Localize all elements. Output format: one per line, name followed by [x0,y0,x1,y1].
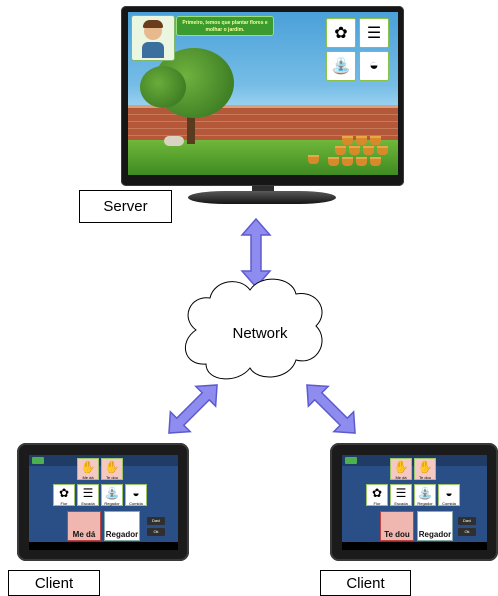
card-ladder[interactable]: ☰Escada [77,484,99,506]
food-bowl-icon: ◒ [359,51,389,81]
double-arrow-server-network [241,218,271,288]
card-ladder[interactable]: ☰Escada [390,484,412,506]
client-screen-left: ✋Me dá ✋Te dou ✿Flor ☰Escada ⛲Regador ◒C… [29,455,178,550]
android-nav-bar [342,542,487,550]
watering-can-icon: ⛲ [417,486,433,500]
hand-icon: ✋ [104,460,120,474]
food-bowl-icon: ◒ [132,486,140,500]
ok-button[interactable]: Ok [458,528,476,536]
tv-card-grid: ✿ ☰ ⛲ ◒ [326,18,390,82]
ladder-icon: ☰ [395,486,407,500]
flower-pot [335,146,346,155]
client-label-left: Client [8,570,100,596]
flower-icon: ✿ [371,486,383,500]
watering-can-icon: ⛲ [104,486,120,500]
flower-pot [370,136,381,145]
back-button[interactable] [32,457,44,464]
food-bowl-icon: ◒ [445,486,453,500]
watering-can-icon: ⛲ [326,51,356,81]
client-tablet-right: ✋Me dá ✋Te dou ✿Flor ☰Escada ⛲Regador ◒C… [330,443,498,561]
hand-icon: ✋ [80,460,96,474]
flower-icon: ✿ [326,18,356,48]
character-avatar [131,15,175,61]
card-give-me[interactable]: ✋Me dá [390,458,412,480]
client-label-right: Client [320,570,411,596]
tv-stand [188,191,336,204]
cloud-shape [185,278,323,380]
server-label: Server [79,190,172,223]
hand-icon: ✋ [393,460,409,474]
hand-icon: ✋ [417,460,433,474]
flower-pot [363,146,374,155]
ladder-icon: ☰ [82,486,94,500]
selected-object: Regador [104,511,140,541]
flower-pot [356,157,367,166]
card-watering-can[interactable]: ⛲Regador [101,484,123,506]
selected-action: Te dou [380,511,414,541]
card-flower[interactable]: ✿Flor [366,484,388,506]
double-arrow-network-client-left [158,374,228,444]
flower-pot [342,136,353,145]
tree-trunk [187,112,195,144]
ladder-icon: ☰ [359,18,389,48]
selected-action: Me dá [67,511,101,541]
flower-pot [356,136,367,145]
card-food[interactable]: ◒Comida [125,484,147,506]
client-screen-right: ✋Me dá ✋Te dou ✿Flor ☰Escada ⛲Regador ◒C… [342,455,487,550]
flower-pot [377,146,388,155]
flower-pot [349,146,360,155]
flower-pot [308,155,319,164]
flower-pot [370,157,381,166]
tv-neck [252,186,274,192]
flower-icon: ✿ [58,486,70,500]
game-instruction-banner: Primeiro, temos que plantar flores e mol… [176,16,274,36]
player-name: Davi [147,517,165,525]
player-name: Davi [458,517,476,525]
card-give-me[interactable]: ✋Me dá [77,458,99,480]
card-i-give[interactable]: ✋Te dou [414,458,436,480]
card-i-give[interactable]: ✋Te dou [101,458,123,480]
ok-button[interactable]: Ok [147,528,165,536]
flower-pot [342,157,353,166]
sheep-icon [164,136,184,146]
client-tablet-left: ✋Me dá ✋Te dou ✿Flor ☰Escada ⛲Regador ◒C… [17,443,189,561]
card-food[interactable]: ◒Comida [438,484,460,506]
flower-pot [328,157,339,166]
selected-object: Regador [417,511,453,541]
server-screen: Primeiro, temos que plantar flores e mol… [128,12,398,175]
network-label: Network [232,325,288,342]
back-button[interactable] [345,457,357,464]
android-nav-bar [29,542,178,550]
card-flower[interactable]: ✿Flor [53,484,75,506]
card-watering-can[interactable]: ⛲Regador [414,484,436,506]
double-arrow-network-client-right [296,374,366,444]
